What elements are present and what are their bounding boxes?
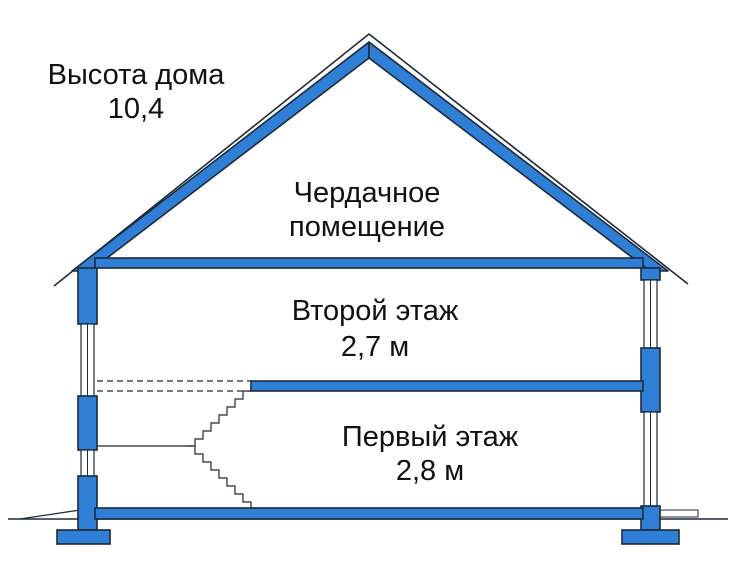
left-foundation: [56, 529, 111, 545]
attic-label-line1: Чердачное: [293, 177, 441, 209]
house-height-value: 10,4: [107, 93, 165, 125]
ground-slope: [19, 509, 81, 520]
ground-floor-slab: [94, 507, 644, 520]
left-wall-middle: [77, 395, 98, 451]
house-height-label: Высота дома: [47, 59, 225, 91]
attic-floor-slab: [94, 257, 644, 269]
porch-step: [659, 509, 699, 518]
staircase: [97, 390, 259, 509]
second-floor-slab: [250, 380, 644, 392]
first-floor-height: 2,8 м: [395, 455, 465, 487]
left-wall-bottom: [77, 475, 98, 531]
left-wall-top: [77, 267, 98, 325]
right-foundation: [621, 529, 680, 545]
right-wall-top: [640, 267, 661, 281]
attic-label-line2: помещение: [289, 211, 445, 243]
roof-outline: [53, 32, 689, 287]
right-wall-middle: [640, 347, 661, 413]
second-floor-name: Второй этаж: [291, 295, 459, 327]
right-wall-bottom: [640, 505, 661, 531]
second-floor-height: 2,7 м: [340, 331, 410, 363]
first-floor-name: Первый этаж: [341, 421, 519, 453]
